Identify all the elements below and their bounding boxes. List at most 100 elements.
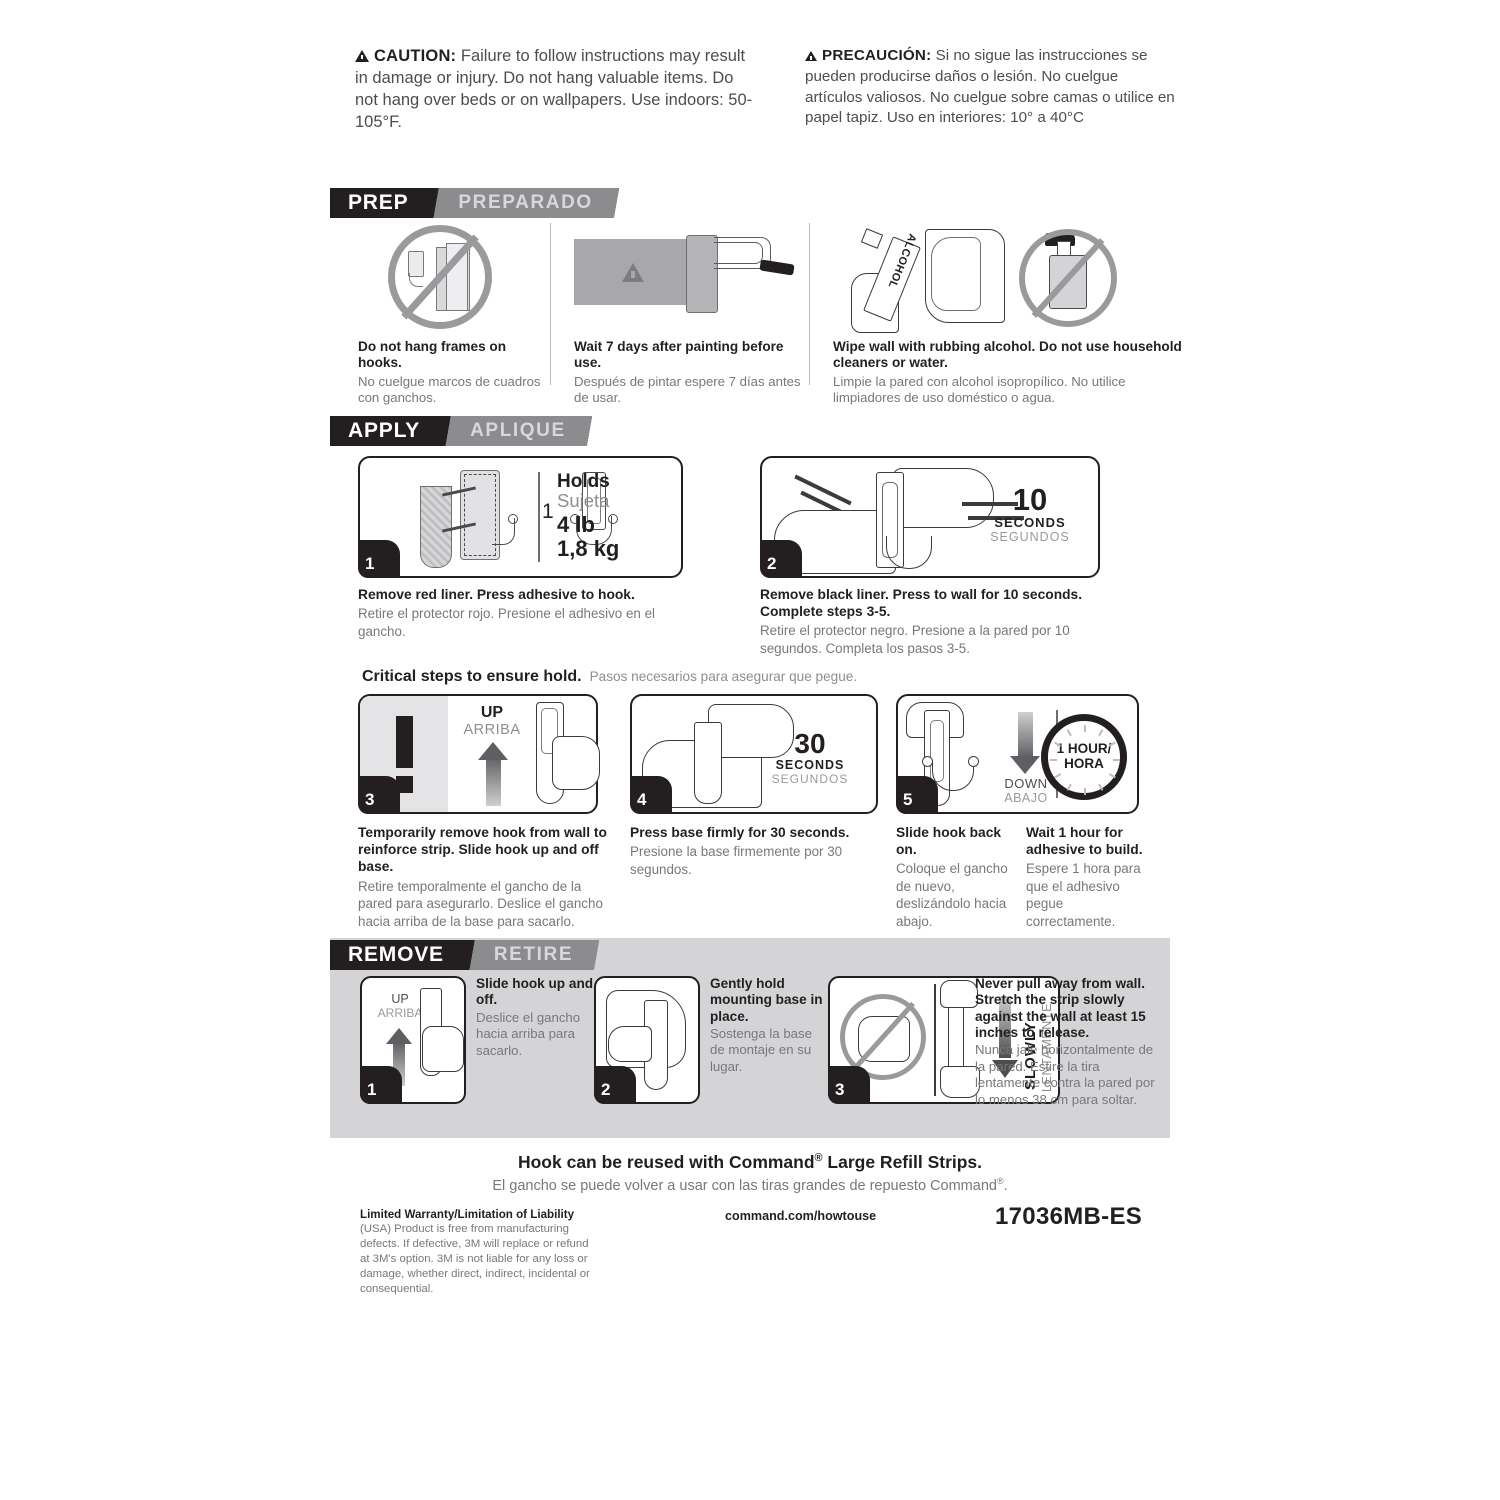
caution-row: CAUTION: Failure to follow instructions … xyxy=(355,46,1195,134)
warranty-block: Limited Warranty/Limitation of Liability… xyxy=(360,1208,600,1297)
holds-weight-block: Holds Sujeta 4 lb 1,8 kg xyxy=(557,472,667,561)
exclamation-bar xyxy=(395,715,413,768)
step-number-1: 1 xyxy=(358,540,400,578)
hook-plate xyxy=(582,472,606,530)
prep-art-2 xyxy=(574,225,809,333)
remove-step-2-panel: 2 xyxy=(594,976,700,1104)
critical-step-3-caption-es: Retire temporalmente el gancho de la par… xyxy=(358,878,603,929)
banner-tail-2 xyxy=(579,416,602,446)
reuse-es-part1: El gancho se puede volver a usar con las… xyxy=(492,1177,997,1194)
apply-step-1-panel: 1 Holds Sujeta 4 lb 1,8 kg 1 xyxy=(358,456,683,578)
warranty-body: (USA) Product is free from manufacturing… xyxy=(360,1223,590,1296)
clock-icon: 1 HOUR/ HORA xyxy=(1041,714,1127,800)
hook-knob-1 xyxy=(508,514,518,524)
press-arrows-right xyxy=(962,502,1042,528)
remove-up-label-es: ARRIBA xyxy=(377,1006,423,1020)
remove-banner-label-es: RETIRE xyxy=(485,940,588,970)
prep-item-wait-paint: Wait 7 days after painting before use. D… xyxy=(550,223,809,407)
clock-tick xyxy=(1108,773,1116,779)
clock-tick xyxy=(1054,773,1062,779)
prep-art-3: ALCOHOL xyxy=(833,225,1193,333)
remove-up-label-en: UP xyxy=(391,992,409,1006)
arrow-shaft-up xyxy=(486,756,501,806)
clock-tick xyxy=(1084,788,1086,795)
remove-step-1-caption: Slide hook up and off. Deslice el gancho… xyxy=(466,976,594,1104)
timer-30-seconds: 30 SECONDS SEGUNDOS xyxy=(754,730,866,787)
strip-to-hook-illustration xyxy=(420,470,540,570)
down-label-en: DOWN xyxy=(1004,776,1048,791)
reuse-note-es: El gancho se puede volver a usar con las… xyxy=(330,1176,1170,1194)
howtouse-url[interactable]: command.com/howtouse xyxy=(725,1209,877,1223)
critical-heading-en: Critical steps to ensure hold. xyxy=(362,668,582,685)
fingers-r1 xyxy=(422,1026,464,1072)
reuse-en-part2: Large Refill Strips. xyxy=(822,1152,983,1172)
banner-skew-3 xyxy=(459,940,486,970)
prep-item-no-frames: Do not hang frames on hooks. No cuelgue … xyxy=(358,225,550,407)
registered-mark-2: ® xyxy=(996,1176,1004,1186)
prep-caption-es-1: No cuelgue marcos de cuadros con ganchos… xyxy=(358,373,541,406)
hook-knob-left xyxy=(570,514,580,524)
wait-caption-en: Wait 1 hour for adhesive to build. xyxy=(1026,825,1143,858)
prep-banner-label-en: PREP xyxy=(330,188,425,218)
apply-step-1-caption-es: Retire el protector rojo. Presione el ad… xyxy=(358,606,655,639)
remove-step-3-panel: SLOWLY LENTAMENTE 3 xyxy=(828,976,1060,1104)
press-to-wall-illustration xyxy=(774,466,994,574)
prep-caption-en-1: Do not hang frames on hooks. xyxy=(358,339,507,371)
arrow-head-r1 xyxy=(386,1028,412,1044)
roller-handle xyxy=(759,259,795,276)
critical-steps-heading: Critical steps to ensure hold. Pasos nec… xyxy=(362,668,857,686)
up-direction-label: UP ARRIBA xyxy=(460,704,524,738)
remove-step-3-caption-en: Never pull away from wall. Stretch the s… xyxy=(975,976,1146,1040)
timer-10-seconds: 10 SECONDS SEGUNDOS xyxy=(974,484,1086,544)
timer-30-unit-en: SECONDS xyxy=(775,758,845,772)
holds-weight-lb: 4 lb xyxy=(557,511,595,537)
hand-sliding-hook-up xyxy=(528,702,600,812)
reuse-note-en: Hook can be reused with Command® Large R… xyxy=(330,1152,1170,1173)
critical-step-5-caption-en: Slide hook back on. xyxy=(896,825,1002,858)
step-number-5: 5 xyxy=(896,776,938,814)
wall-warning-triangle-icon xyxy=(622,263,644,282)
remove-step-2-caption-es: Sostenga la base de montaje en su lugar. xyxy=(710,1025,812,1074)
down-direction-label: DOWN ABAJO xyxy=(996,776,1056,805)
hook-plate-inner xyxy=(587,478,601,524)
timer-10-value: 10 xyxy=(1012,482,1048,517)
apply-step-2-caption-es: Retire el protector negro. Presione a la… xyxy=(760,623,1070,656)
clock-tick xyxy=(1050,759,1057,761)
critical-step-5-panel: DOWN ABAJO 1 HOUR/ HORA 5 xyxy=(896,694,1139,814)
critical-step-4-caption: Press base firmly for 30 seconds. Presio… xyxy=(630,824,880,878)
critical-step-3-panel: UP ARRIBA 3 xyxy=(358,694,600,814)
remove-banner-label-en: REMOVE xyxy=(330,940,460,970)
slowly-down-arrow-icon xyxy=(992,996,1018,1078)
up-arrow-icon xyxy=(478,742,508,806)
arrow-head-down xyxy=(1010,756,1040,774)
apply-section-banner: APPLY APLIQUE xyxy=(330,416,602,446)
timer-10-unit-es: SEGUNDOS xyxy=(990,530,1070,544)
banner-tail-1 xyxy=(606,188,629,218)
remove-step-number-2: 2 xyxy=(594,1066,636,1104)
clock-label-es: HORA xyxy=(1064,756,1104,771)
arrow-head-up xyxy=(478,742,508,760)
remove-up-label: UP ARRIBA xyxy=(372,992,428,1020)
apply-step-1-caption: Remove red liner. Press adhesive to hook… xyxy=(358,586,688,640)
product-sku: 17036MB-ES xyxy=(995,1203,1143,1230)
holds-quantity: 1 xyxy=(542,500,554,523)
prep-caption-es-2: Después de pintar espere 7 días antes de… xyxy=(574,373,801,406)
prep-item-wipe-alcohol: ALCOHOL Wipe wall with rubbing alcohol. … xyxy=(809,223,1193,407)
critical-step-4-caption-en: Press base firmly for 30 seconds. xyxy=(630,825,850,840)
banner-skew-1 xyxy=(424,188,451,218)
alcohol-wipe-icon: ALCOHOL xyxy=(851,225,1181,333)
remove-step-2-caption-en: Gently hold mounting base in place. xyxy=(710,976,823,1024)
no-pull-away-icon xyxy=(840,994,926,1080)
critical-step-5-wait-caption: Wait 1 hour for adhesive to build. Esper… xyxy=(1026,824,1156,930)
timer-10-unit-en: SECONDS xyxy=(994,515,1066,530)
reuse-en-part1: Hook can be reused with Command xyxy=(517,1152,815,1172)
mounting-base xyxy=(460,470,500,560)
arrow-head-r3 xyxy=(992,1060,1018,1078)
arrow-shaft-down xyxy=(1018,712,1033,758)
roller-frame-inner xyxy=(714,242,763,264)
holds-label-en: Holds xyxy=(557,471,610,492)
hook-curve-5 xyxy=(932,760,974,791)
prep-caption-es-3: Limpie la pared con alcohol isopropílico… xyxy=(833,373,1126,406)
caution-lead-es: PRECAUCIÓN: xyxy=(822,47,932,64)
warning-triangle-icon xyxy=(355,50,369,62)
